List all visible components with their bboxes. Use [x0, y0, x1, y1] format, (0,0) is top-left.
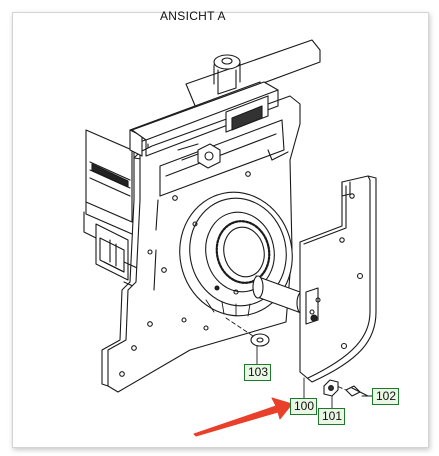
callout-101[interactable]: 101 [318, 408, 345, 425]
washer-103 [250, 333, 270, 347]
callout-103[interactable]: 103 [244, 364, 271, 381]
nut-101 [323, 379, 339, 397]
side-cover-plate [299, 175, 377, 383]
callout-100[interactable]: 100 [290, 398, 317, 415]
clamp-block [129, 54, 279, 169]
view-title: ANSICHT A [160, 9, 226, 23]
pointer-arrow [193, 397, 293, 437]
callout-102[interactable]: 102 [372, 388, 399, 405]
leader-lines [256, 345, 373, 409]
screw-102 [345, 385, 369, 397]
